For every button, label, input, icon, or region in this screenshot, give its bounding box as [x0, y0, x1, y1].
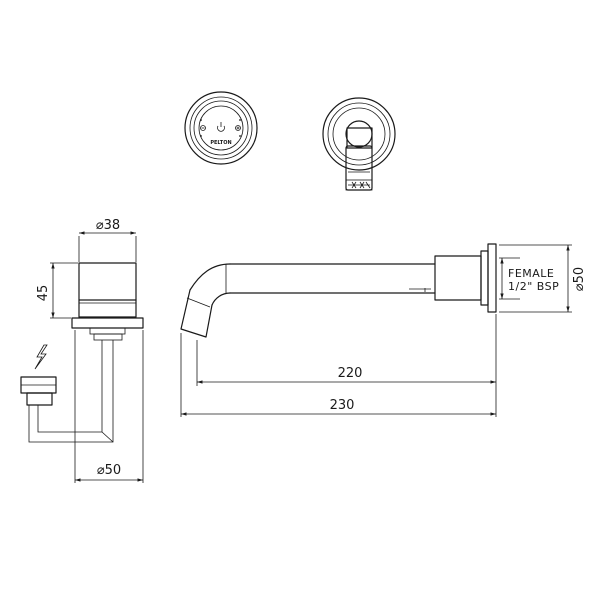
power-icon [217, 122, 225, 132]
spout-reach-value: 220 [338, 366, 363, 381]
sensor-diameter-value: 38 [104, 218, 121, 233]
connection-label-female: FEMALE [508, 267, 554, 280]
aerator-icon [348, 181, 371, 189]
sensor-brand-label: PELTON [210, 140, 231, 146]
sensor-height-value: 45 [36, 285, 51, 302]
base-diameter-value: 50 [105, 463, 122, 478]
connection-callout: FEMALE 1/2" BSP [499, 257, 559, 300]
temperature-minus-icon [200, 119, 206, 137]
svg-text:⌀50: ⌀50 [572, 267, 587, 291]
plate-diameter-value: 50 [572, 267, 587, 284]
dimension-spout-reach: 220 [196, 314, 497, 417]
dimension-base-diameter: ⌀50 [74, 330, 144, 483]
svg-text:⌀50: ⌀50 [97, 463, 121, 478]
dimension-sensor-height: 45 [36, 262, 78, 319]
dimension-plate-diameter: ⌀50 [499, 244, 587, 313]
sensor-front-view: PELTON [184, 91, 258, 165]
sensor-side-view [20, 262, 144, 443]
svg-text:⌀38: ⌀38 [96, 218, 120, 233]
connection-label-bsp: 1/2" BSP [508, 280, 559, 293]
temperature-plus-icon [235, 119, 241, 137]
spout-side-view [180, 243, 497, 338]
diameter-symbol: ⌀ [97, 463, 105, 478]
dimension-overall-length: 230 [180, 333, 496, 417]
overall-length-value: 230 [330, 398, 355, 413]
spout-front-view [322, 97, 396, 191]
diameter-symbol: ⌀ [572, 283, 587, 291]
electric-bolt-icon [34, 344, 48, 370]
diameter-symbol: ⌀ [96, 218, 104, 233]
dimension-sensor-diameter: ⌀38 [78, 218, 137, 262]
